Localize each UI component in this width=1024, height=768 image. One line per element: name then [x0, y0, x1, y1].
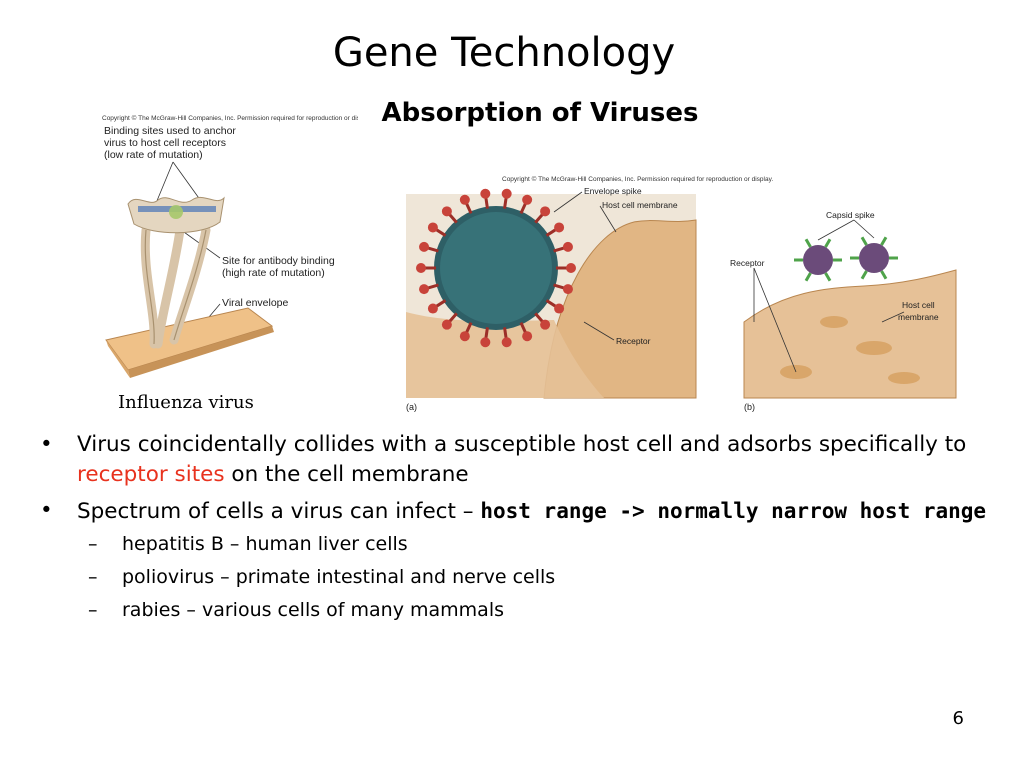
envelope-spike-head — [427, 222, 438, 233]
envelope-spike-head — [554, 222, 565, 233]
bullet-mark: • — [40, 498, 53, 523]
envelope-spike-head — [419, 241, 430, 252]
panel-a-illustration — [406, 188, 697, 399]
capsid-spike — [860, 270, 868, 280]
envelope-spike-head — [562, 241, 573, 252]
envelope-spike-stem — [447, 212, 458, 224]
label-viral-envelope: Viral envelope — [222, 297, 289, 309]
label-antibody-line-2: (high rate of mutation) — [222, 267, 325, 279]
panel-b-illustration — [743, 212, 957, 399]
label-binding-line-3: (low rate of mutation) — [104, 149, 203, 161]
slide-subtitle: Absorption of Viruses — [381, 98, 699, 128]
envelope-spike-head — [522, 331, 533, 342]
sub-bullet-item: – poliovirus – primate intestinal and ne… — [40, 564, 990, 590]
bullet-text-end: on the cell membrane — [224, 462, 469, 487]
panel-a-leader-lines — [553, 191, 617, 341]
envelope-spike-head — [480, 188, 491, 199]
label-binding-line-2: virus to host cell receptors — [104, 137, 226, 149]
label-receptor-a: Receptor — [616, 336, 651, 346]
panel-a-label: (a) — [406, 402, 417, 412]
envelope-spike-head — [540, 319, 551, 330]
sub-bullet-list: – hepatitis B – human liver cells – poli… — [40, 531, 990, 623]
capsid-spike — [880, 270, 888, 280]
page-number: 6 — [952, 708, 964, 729]
sub-bullet-item: – rabies – various cells of many mammals — [40, 597, 990, 623]
influenza-figure: Copyright © The McGraw-Hill Companies, I… — [98, 112, 358, 387]
sub-bullet-text: hepatitis B – human liver cells — [122, 533, 408, 555]
label-envelope-spike: Envelope spike — [584, 186, 642, 196]
sub-bullet-mark: – — [88, 599, 98, 621]
envelope-spike-stem — [464, 201, 473, 215]
bullet-item: • Spectrum of cells a virus can infect –… — [40, 496, 990, 527]
sub-bullet-text: rabies – various cells of many mammals — [122, 599, 504, 621]
envelope-spike-head — [554, 303, 565, 314]
envelope-spike-head — [562, 284, 573, 295]
capsid-spike — [824, 272, 832, 282]
slide-title: Gene Technology — [332, 30, 676, 76]
envelope-spike-stem — [519, 321, 528, 335]
label-capsid-spike: Capsid spike — [826, 210, 875, 220]
capsid-spike — [804, 272, 812, 282]
capsid-spike — [880, 236, 888, 246]
label-host-membrane-b-2: membrane — [898, 312, 939, 322]
envelope-spike-head — [459, 331, 470, 342]
panel-b-leader-lines — [753, 219, 905, 373]
envelope-spike-head — [540, 206, 551, 217]
envelope-spike-head — [427, 303, 438, 314]
label-host-membrane-a: Host cell membrane — [602, 200, 678, 210]
hemagglutinin-head — [127, 196, 225, 234]
envelope-spike-head — [522, 194, 533, 205]
capsid-virus — [803, 245, 833, 275]
bullet-mark: • — [40, 432, 53, 457]
label-binding-line-1: Binding sites used to anchor — [104, 125, 236, 137]
bullet-highlight: receptor sites — [77, 462, 225, 487]
capsid-spike — [824, 238, 832, 248]
bullet-strong: host range -> normally narrow host range — [480, 499, 987, 523]
envelope-spike-head — [441, 319, 452, 330]
envelope-spike-head — [566, 263, 576, 273]
envelope-spike-stem — [553, 283, 566, 290]
envelope-spike-stem — [553, 246, 566, 253]
bullet-text: Virus coincidentally collides with a sus… — [77, 432, 967, 457]
envelope-spike-head — [501, 337, 512, 348]
sub-bullet-item: – hepatitis B – human liver cells — [40, 531, 990, 557]
envelope-spike-head — [441, 206, 452, 217]
viral-envelope-shape — [105, 307, 274, 378]
envelope-spike-stem — [519, 201, 528, 215]
absorption-copyright: Copyright © The McGraw-Hill Companies, I… — [502, 175, 773, 183]
envelope-spike-head — [501, 188, 512, 199]
sub-bullet-mark: – — [88, 566, 98, 588]
envelope-spike-stem — [464, 321, 473, 335]
sub-bullet-mark: – — [88, 533, 98, 555]
capsid-spike — [804, 238, 812, 248]
label-host-membrane-b-1: Host cell — [902, 300, 935, 310]
capsid-spike — [860, 236, 868, 246]
envelope-spike-stem — [447, 312, 458, 324]
bullet-text: Spectrum of cells a virus can infect – — [77, 499, 481, 524]
bullet-list: • Virus coincidentally collides with a s… — [40, 430, 990, 630]
sub-bullet-text: poliovirus – primate intestinal and nerv… — [122, 566, 556, 588]
absorption-figure: Copyright © The McGraw-Hill Companies, I… — [404, 172, 960, 416]
influenza-caption: Influenza virus — [118, 392, 254, 413]
label-receptor-b: Receptor — [730, 258, 765, 268]
envelope-spike-head — [419, 284, 430, 295]
envelope-spike-head — [416, 263, 426, 273]
influenza-copyright: Copyright © The McGraw-Hill Companies, I… — [102, 114, 358, 122]
envelope-spike-head — [480, 337, 491, 348]
bullet-item: • Virus coincidentally collides with a s… — [40, 430, 990, 490]
label-antibody-line-1: Site for antibody binding — [222, 255, 335, 267]
panel-b-label: (b) — [744, 402, 755, 412]
capsid-virus — [859, 243, 889, 273]
envelope-spike-head — [459, 194, 470, 205]
